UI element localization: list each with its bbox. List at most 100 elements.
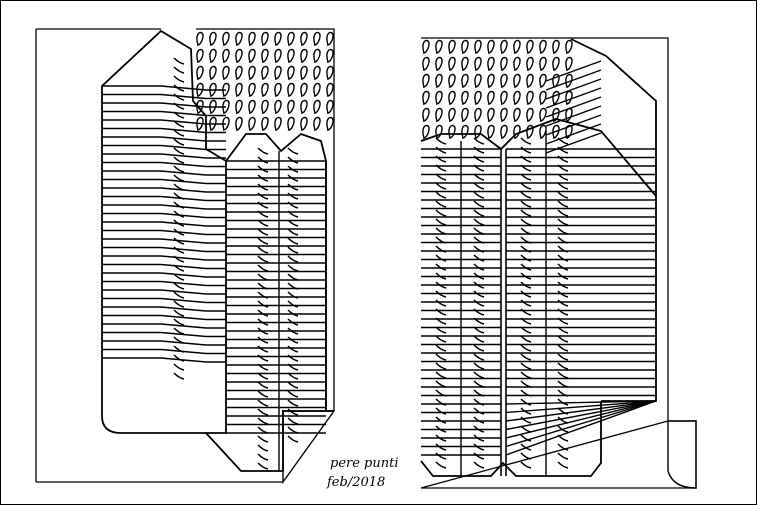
stitch-mark — [557, 245, 569, 253]
stitch-mark — [287, 219, 299, 227]
stitch-mark — [287, 201, 299, 209]
stitch-mark — [287, 165, 299, 173]
stitch-mark — [435, 443, 447, 451]
stitch-mark — [557, 398, 569, 406]
stitch-loop — [539, 39, 547, 54]
stitch-mark — [435, 164, 447, 172]
stitch-mark — [435, 137, 447, 145]
stitch-mark — [257, 246, 269, 254]
stitch-loop — [326, 99, 334, 114]
stitch-mark — [257, 147, 269, 155]
stitch-mark — [435, 227, 447, 235]
stitch-loop — [500, 73, 508, 88]
stitch-mark — [173, 309, 185, 317]
stitch-loop — [222, 82, 230, 97]
line — [505, 400, 657, 448]
stitch-loop — [435, 73, 443, 88]
stitch-loop — [326, 82, 334, 97]
stitch-mark — [173, 165, 185, 173]
stitch-loop — [235, 31, 243, 46]
line — [545, 105, 602, 127]
stitch-loop — [435, 56, 443, 71]
stitch-mark — [520, 299, 532, 307]
stitch-mark — [257, 237, 269, 245]
stitch-loop — [552, 73, 560, 88]
stitch-mark — [520, 308, 532, 316]
stitch-loop — [235, 116, 243, 131]
stitch-mark — [557, 371, 569, 379]
line — [545, 78, 602, 100]
line — [160, 161, 207, 168]
stitch-loop — [435, 39, 443, 54]
stitch-loop — [287, 31, 295, 46]
stitch-mark — [435, 245, 447, 253]
stitch-mark — [557, 137, 569, 145]
stitch-mark — [473, 335, 485, 343]
stitch-loop — [326, 65, 334, 80]
stitch-mark — [473, 452, 485, 460]
stitch-mark — [287, 381, 299, 389]
stitch-loop — [261, 31, 269, 46]
stitch-mark — [173, 219, 185, 227]
stitch-mark — [257, 390, 269, 398]
stitch-mark — [557, 227, 569, 235]
stitch-mark — [557, 344, 569, 352]
stitch-mark — [173, 120, 185, 128]
stitch-mark — [473, 254, 485, 262]
stitch-mark — [520, 281, 532, 289]
stitch-mark — [435, 344, 447, 352]
stitch-mark — [473, 326, 485, 334]
stitch-mark — [173, 354, 185, 362]
stitch-loop — [565, 73, 573, 88]
stitch-mark — [473, 434, 485, 442]
line — [160, 357, 207, 363]
stitch-loop — [487, 39, 495, 54]
stitch-mark — [435, 182, 447, 190]
stitch-mark — [520, 434, 532, 442]
stitch-loop — [209, 31, 217, 46]
stitch-mark — [520, 407, 532, 415]
stitch-mark — [287, 264, 299, 272]
stitch-mark — [520, 200, 532, 208]
stitch-mark — [557, 326, 569, 334]
stitch-mark — [520, 236, 532, 244]
stitch-mark — [435, 209, 447, 217]
stitch-mark — [557, 308, 569, 316]
stitch-mark — [520, 155, 532, 163]
column-outline — [225, 132, 334, 412]
stitch-mark — [173, 255, 185, 263]
stitch-mark — [473, 389, 485, 397]
stitch-loop — [261, 116, 269, 131]
stitch-loop — [248, 31, 256, 46]
line — [160, 289, 207, 295]
stitch-loop — [261, 82, 269, 97]
stitch-loop — [513, 73, 521, 88]
stitch-mark — [173, 102, 185, 110]
stitch-mark — [287, 426, 299, 434]
stitch-loop — [300, 65, 308, 80]
stitch-mark — [173, 201, 185, 209]
stitch-loop — [461, 56, 469, 71]
stitch-mark — [557, 164, 569, 172]
stitch-mark — [257, 417, 269, 425]
stitch-mark — [257, 255, 269, 263]
stitch-mark — [435, 308, 447, 316]
stitch-mark — [287, 273, 299, 281]
stitch-mark — [557, 380, 569, 388]
stitch-loop — [209, 48, 217, 63]
stitch-loop — [539, 124, 547, 139]
stitch-mark — [257, 192, 269, 200]
stitch-mark — [435, 398, 447, 406]
stitch-loop — [565, 39, 573, 54]
stitch-loop — [222, 31, 230, 46]
stitch-loop — [448, 90, 456, 105]
stitch-mark — [557, 155, 569, 163]
stitch-mark — [257, 201, 269, 209]
stitch-mark — [473, 461, 485, 469]
stitch-mark — [557, 200, 569, 208]
stitch-mark — [473, 308, 485, 316]
stitch-mark — [287, 291, 299, 299]
stitch-loop — [222, 116, 230, 131]
stitch-loop — [300, 116, 308, 131]
stitch-mark — [473, 290, 485, 298]
